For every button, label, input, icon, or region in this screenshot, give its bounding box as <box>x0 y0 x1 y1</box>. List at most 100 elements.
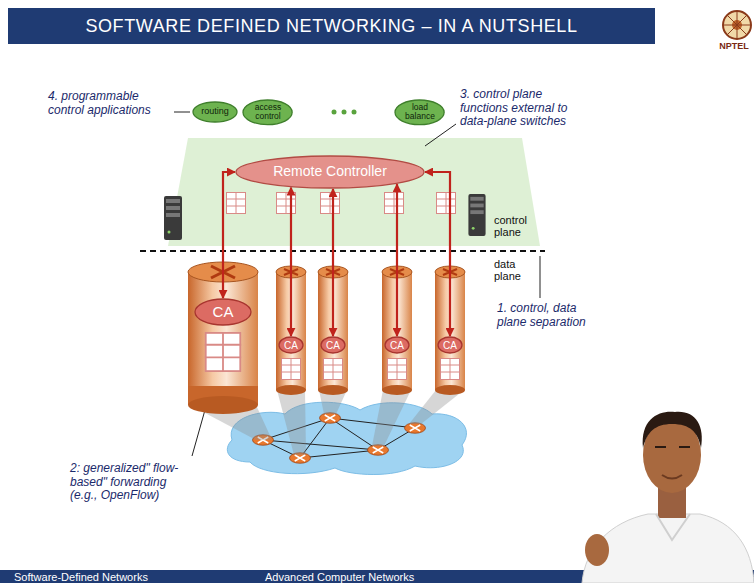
controller-ellipse: Remote Controller <box>235 155 425 189</box>
app-dots <box>332 110 357 115</box>
title-bar <box>8 8 655 44</box>
switch-cylinder <box>318 385 348 395</box>
slide-title: SOFTWARE DEFINED NETWORKING – IN A NUTSH… <box>8 8 655 44</box>
flow-table-icon <box>320 192 340 214</box>
plane-label: data plane <box>494 258 536 283</box>
leader-line <box>425 124 456 146</box>
ellipse-outline <box>279 337 303 353</box>
leader-line <box>174 112 540 456</box>
app-ellipse: routing <box>192 101 238 123</box>
leader-line <box>540 256 541 298</box>
switch-cylinder <box>440 358 460 380</box>
node-label: Remote Controller <box>273 164 387 179</box>
server-icon <box>164 196 182 240</box>
switch-cylinder <box>188 262 465 414</box>
flow-table-icon <box>226 192 246 214</box>
control-channel-arrow <box>332 189 334 336</box>
node-label: load balance <box>402 103 439 122</box>
control-agent: CA <box>194 298 252 326</box>
logo-text: NPTEL <box>718 41 750 51</box>
network-cloud <box>405 423 426 434</box>
switch-link-beam <box>409 390 464 424</box>
ellipse-outline <box>236 156 424 188</box>
flow-table-icon <box>436 192 456 214</box>
presenter <box>662 475 682 479</box>
flow-table-icon <box>276 192 296 214</box>
switch-cylinder <box>435 385 465 395</box>
app-ellipse: access control <box>242 99 293 126</box>
node-label: CA <box>443 340 457 351</box>
footer-text: Advanced Computer Networks <box>265 571 495 583</box>
switch-cylinder <box>205 332 241 372</box>
node-text: CA <box>284 340 298 351</box>
footer-text: Software-Defined Networks <box>14 571 244 583</box>
switch-cylinder <box>276 385 306 395</box>
ellipse-outline <box>395 100 444 125</box>
network-cloud <box>263 440 378 450</box>
switch-cylinder <box>387 358 407 380</box>
node-text: CA <box>326 340 340 351</box>
flow-table-icon <box>226 192 456 214</box>
title-bar <box>8 8 655 44</box>
presenter <box>585 534 609 566</box>
app-ellipse: load balance <box>394 99 445 126</box>
network-cloud <box>320 413 341 424</box>
node-text: Remote Controller <box>273 164 387 179</box>
presenter <box>582 412 754 583</box>
control-agent: CA <box>278 336 304 354</box>
ellipse-outline <box>438 337 462 353</box>
node-label: access control <box>250 103 287 122</box>
app-dots <box>342 110 347 115</box>
ellipse-outline <box>193 102 237 122</box>
switch-cylinder <box>188 396 258 414</box>
app-dots <box>332 110 337 115</box>
node-text: CA <box>213 304 234 321</box>
node-text: CA <box>443 340 457 351</box>
server-icon <box>164 194 486 240</box>
control-channel-arrow <box>396 184 398 336</box>
control-channel-arrow <box>290 188 292 336</box>
plane-divider <box>140 250 545 252</box>
control-channel-arrow <box>425 172 450 336</box>
app-dots <box>352 110 357 115</box>
presenter <box>655 446 690 448</box>
server-icon <box>468 194 485 236</box>
node-text: load balance <box>402 103 439 122</box>
ellipse-outline <box>195 299 251 325</box>
presenter <box>643 412 702 448</box>
control-agent: CA <box>437 336 463 354</box>
node-text: access control <box>250 103 287 122</box>
plane-divider <box>140 251 545 252</box>
control-channel-arrow <box>223 172 235 298</box>
node-text: CA <box>390 340 404 351</box>
nptel-logo <box>723 11 751 39</box>
node-label: routing <box>201 107 229 117</box>
network-cloud <box>330 418 415 428</box>
node-label: CA <box>284 340 298 351</box>
control-agent: CA <box>320 336 346 354</box>
switch-cylinder <box>323 358 343 380</box>
node-text: routing <box>201 107 229 117</box>
nptel-logo <box>723 11 751 39</box>
node-label: CA <box>390 340 404 351</box>
callout-note: 4. programmable control applications <box>48 90 172 117</box>
callout-note: 1. control, data plane separation <box>497 302 589 329</box>
leader-line <box>174 112 190 113</box>
callout-note: 3. control plane functions external to d… <box>460 88 582 129</box>
switch-cylinder <box>281 358 301 380</box>
presenter <box>582 514 754 583</box>
presenter <box>656 514 690 540</box>
node-label: CA <box>326 340 340 351</box>
node-label: CA <box>213 304 234 321</box>
network-cloud <box>300 450 378 458</box>
plane-label: control plane <box>494 214 536 239</box>
ellipse-outline <box>243 100 292 125</box>
ellipse-outline <box>321 337 345 353</box>
switch-cylinder <box>382 385 412 395</box>
flow-table-icon <box>384 192 404 214</box>
network-cloud <box>368 445 389 456</box>
callout-note: 2: generalized" flow-based" forwarding (… <box>70 462 190 503</box>
ellipse-outline <box>385 337 409 353</box>
switch-link-beam <box>277 390 306 455</box>
control-agent: CA <box>384 336 410 354</box>
